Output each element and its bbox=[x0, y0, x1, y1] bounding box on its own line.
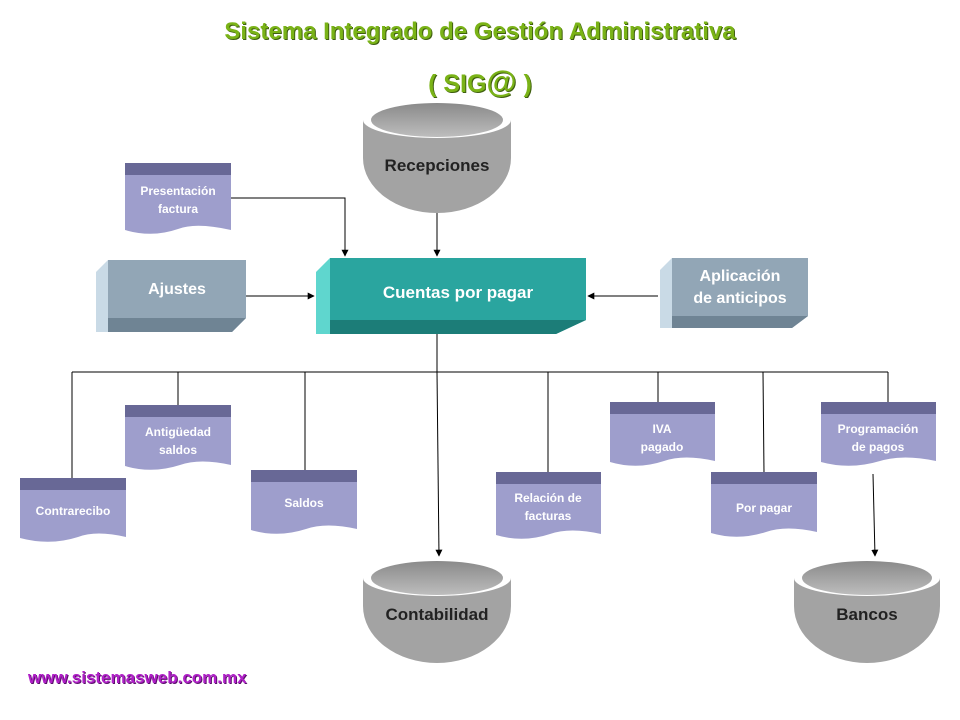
saldos-node: Saldos bbox=[251, 470, 357, 534]
por-pagar-node: Por pagar bbox=[711, 472, 817, 537]
relacion-facturas-node: Relación de facturas bbox=[496, 472, 601, 539]
relacion-label-line1: Relación de bbox=[514, 491, 582, 505]
contabilidad-label: Contabilidad bbox=[386, 605, 489, 624]
recepciones-label: Recepciones bbox=[385, 156, 490, 175]
subtitle-prefix: ( SIG bbox=[428, 70, 487, 98]
programacion-to-bancos-arrow bbox=[871, 473, 879, 557]
antiguedad-label-line2: saldos bbox=[159, 443, 197, 457]
bus-to-porpagar-line bbox=[762, 371, 765, 474]
contrarecibo-node: Contrarecibo bbox=[20, 478, 126, 542]
contabilidad-node: Contabilidad bbox=[363, 561, 511, 663]
presentacion-label-line1: Presentación bbox=[140, 184, 215, 198]
cuentas-por-pagar-node: Cuentas por pagar bbox=[316, 258, 586, 334]
website-link[interactable]: www.sistemasweb.com.mx bbox=[28, 668, 247, 687]
bus-to-contabilidad-arrow bbox=[435, 371, 443, 557]
contrarecibo-label: Contrarecibo bbox=[36, 504, 111, 518]
cuentas-por-pagar-label: Cuentas por pagar bbox=[383, 283, 534, 302]
presentacion-to-cuentas-arrow bbox=[231, 197, 349, 257]
connectors bbox=[71, 197, 889, 557]
por-pagar-label: Por pagar bbox=[736, 501, 792, 515]
saldos-label: Saldos bbox=[284, 496, 324, 510]
diagram-subtitle: ( SIG@ ) bbox=[0, 64, 960, 100]
ajustes-label: Ajustes bbox=[148, 281, 206, 298]
programacion-label-line1: Programación bbox=[838, 422, 919, 436]
antiguedad-label-line1: Antigüedad bbox=[145, 425, 211, 439]
diagram-title: Sistema Integrado de Gestión Administrat… bbox=[224, 18, 736, 45]
bancos-label: Bancos bbox=[836, 605, 897, 624]
antiguedad-saldos-node: Antigüedad saldos bbox=[125, 405, 231, 470]
programacion-pagos-node: Programación de pagos bbox=[821, 402, 936, 466]
aplicacion-label-line2: de anticipos bbox=[693, 290, 786, 307]
relacion-label-line2: facturas bbox=[525, 509, 572, 523]
iva-pagado-node: IVA pagado bbox=[610, 402, 715, 466]
aplicacion-label-line1: Aplicación bbox=[700, 268, 781, 285]
presentacion-factura-node: Presentación factura bbox=[125, 163, 231, 234]
presentacion-label-line2: factura bbox=[158, 202, 198, 216]
bancos-node: Bancos bbox=[794, 561, 940, 663]
iva-label-line2: pagado bbox=[641, 440, 684, 454]
programacion-label-line2: de pagos bbox=[852, 440, 905, 454]
subtitle-at-symbol: @ bbox=[486, 64, 517, 99]
iva-label-line1: IVA bbox=[652, 422, 671, 436]
ajustes-node: Ajustes bbox=[96, 260, 246, 332]
aplicacion-anticipos-node: Aplicación de anticipos bbox=[660, 258, 808, 328]
subtitle-suffix: ) bbox=[516, 70, 532, 98]
recepciones-node: Recepciones bbox=[363, 103, 511, 213]
